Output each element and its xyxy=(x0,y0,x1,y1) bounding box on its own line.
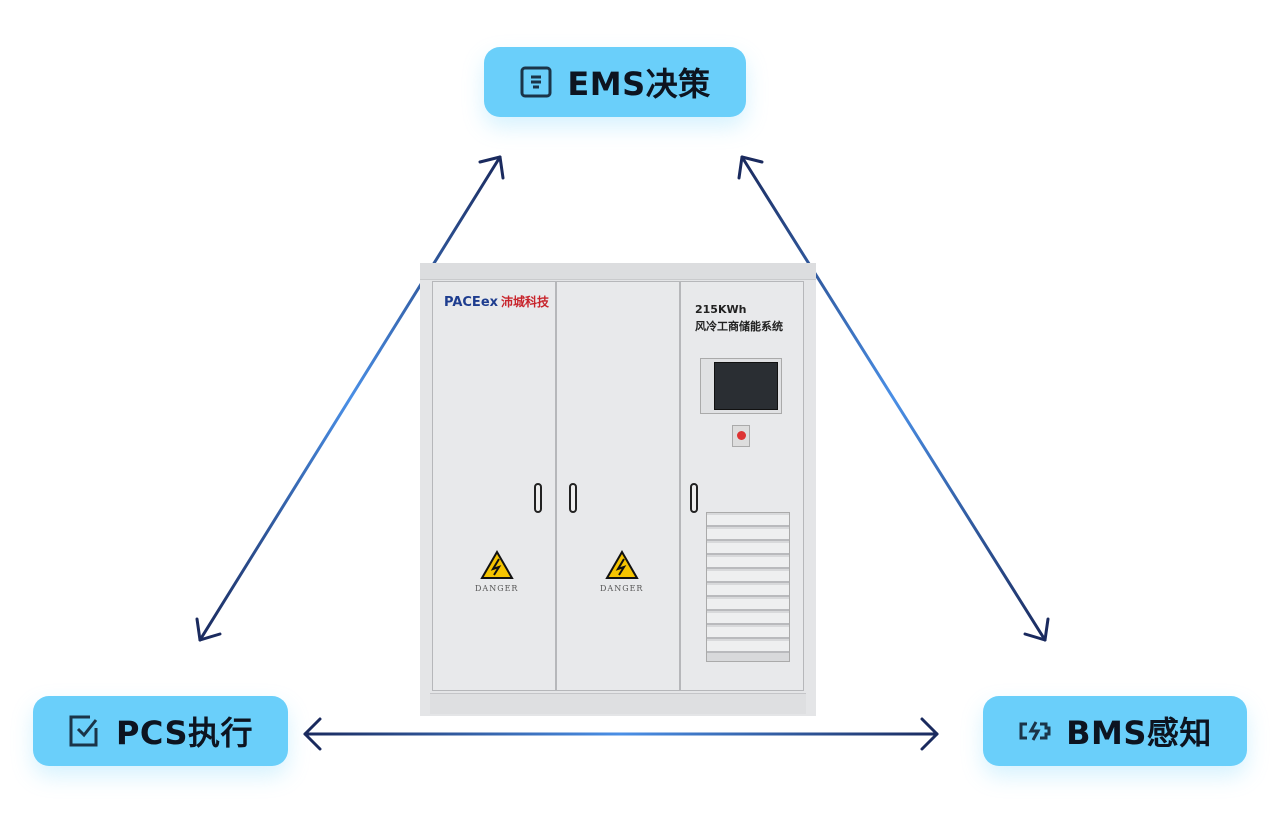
node-ems-label: EMS决策 xyxy=(567,65,711,103)
document-icon xyxy=(520,66,552,98)
arrow-ems-pcs xyxy=(195,155,505,642)
door-handle xyxy=(569,483,577,513)
battery-charging-icon xyxy=(1019,721,1051,741)
arrow-pcs-bms xyxy=(303,717,939,751)
control-screen xyxy=(700,358,782,414)
warning-icon xyxy=(479,550,514,579)
node-bms-label: BMS感知 xyxy=(1066,714,1212,752)
air-vent xyxy=(706,512,790,662)
warning-icon xyxy=(604,550,639,579)
danger-warning-sign: DANGER xyxy=(475,550,518,593)
node-ems[interactable]: EMS决策 xyxy=(484,47,746,117)
checkbox-icon xyxy=(69,715,98,747)
door-handle xyxy=(534,483,542,513)
node-bms[interactable]: BMS感知 xyxy=(983,696,1247,766)
node-pcs[interactable]: PCS执行 xyxy=(33,696,288,766)
danger-warning-sign: DANGER xyxy=(600,550,643,593)
node-pcs-label: PCS执行 xyxy=(115,714,254,752)
door-handle xyxy=(690,483,698,513)
emergency-stop-button xyxy=(732,425,750,447)
arrow-ems-bms xyxy=(737,155,1050,642)
